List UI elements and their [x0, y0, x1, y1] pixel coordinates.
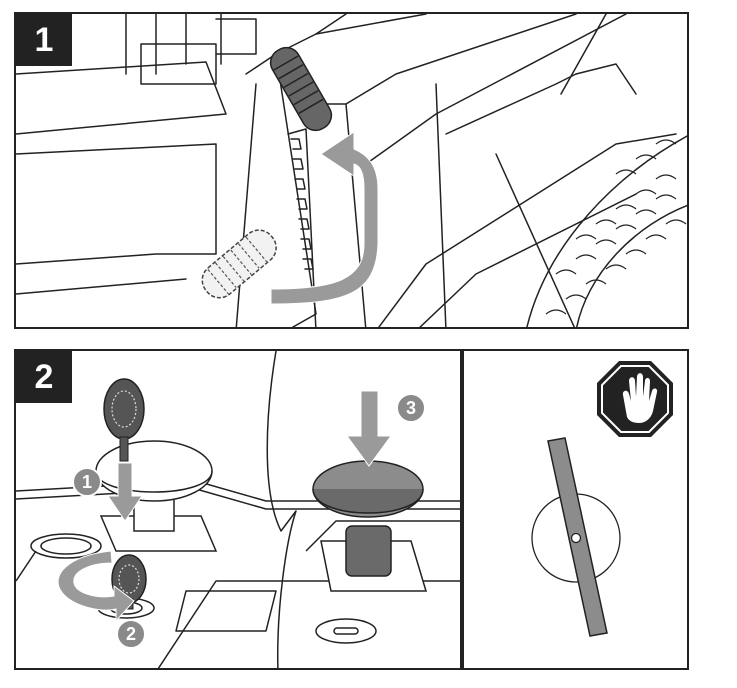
- stop-hand-icon: [597, 361, 673, 437]
- key-top-icon: [103, 378, 145, 462]
- step2-illustration: [16, 351, 460, 668]
- step2-panel: 2: [14, 349, 462, 670]
- press-arrow: [346, 390, 392, 467]
- step2-badge: 2: [16, 351, 72, 403]
- lever-up: [269, 46, 333, 132]
- start-button: [312, 460, 428, 592]
- turn-arrow: [57, 550, 135, 623]
- step1-panel: 1: [14, 12, 689, 329]
- insert-arrow: [107, 462, 143, 522]
- lift-arrow: [270, 131, 379, 305]
- callout-2: 2: [116, 619, 146, 649]
- callout-1: 1: [72, 467, 102, 497]
- step1-badge: 1: [16, 14, 72, 66]
- step1-illustration: [16, 14, 687, 327]
- lever-down-ghost: [201, 229, 277, 299]
- stop-illustration: [531, 361, 673, 637]
- stop-panel: [462, 349, 689, 670]
- callout-3: 3: [396, 393, 426, 423]
